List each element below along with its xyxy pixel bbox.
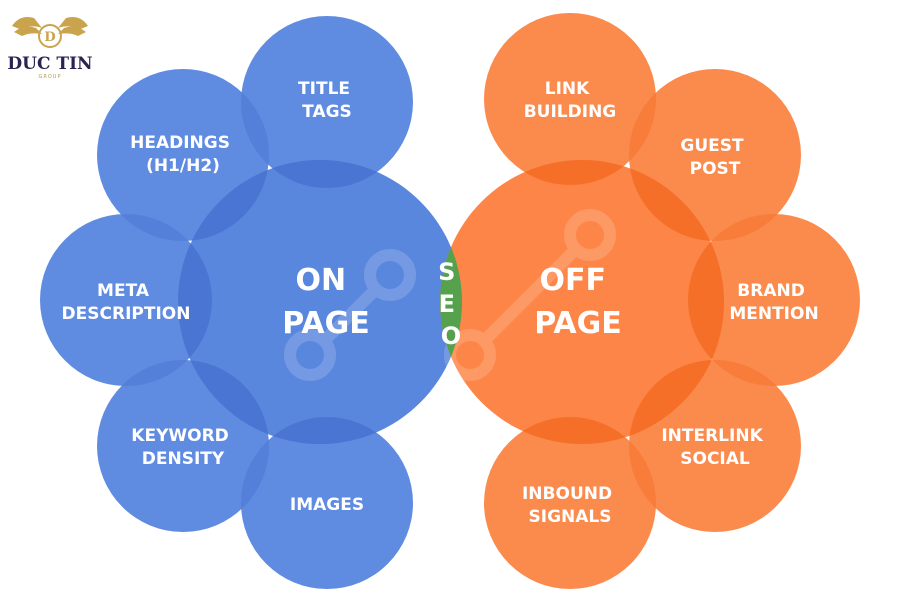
share-gear-icon bbox=[284, 249, 416, 381]
off-page-center-overlaps bbox=[484, 160, 724, 444]
diagram-labels: ON PAGE OFF PAGE S E O TITLE TAGS HEADIN… bbox=[62, 79, 819, 527]
off-page-center-circle bbox=[440, 160, 724, 444]
duc-tin-logo: D DUC TIN GROUP bbox=[7, 17, 93, 80]
label-keyword-density: KEYWORD DENSITY bbox=[131, 426, 234, 469]
petal-meta-description bbox=[40, 214, 212, 386]
label-guest-post: GUEST POST bbox=[680, 136, 749, 179]
label-images: IMAGES bbox=[290, 495, 364, 515]
petal-inbound-signals bbox=[484, 417, 656, 589]
share-gear-icon bbox=[444, 209, 616, 381]
off-page-cluster bbox=[440, 13, 860, 589]
on-page-cluster bbox=[40, 16, 462, 589]
on-page-center-overlaps bbox=[178, 160, 413, 444]
petal-title-tags bbox=[241, 16, 413, 188]
label-inbound-signals: INBOUND SIGNALS bbox=[522, 484, 618, 527]
label-link-building: LINK BUILDING bbox=[524, 79, 617, 122]
petal-brand-mention bbox=[688, 214, 860, 386]
label-interlink-social: INTERLINK SOCIAL bbox=[661, 426, 768, 469]
petal-link-building bbox=[484, 13, 656, 185]
logo-monogram: D bbox=[44, 30, 55, 45]
petal-images bbox=[241, 417, 413, 589]
seo-label: S E O bbox=[438, 258, 464, 350]
label-headings: HEADINGS (H1/H2) bbox=[130, 133, 236, 176]
on-page-center-circle bbox=[178, 160, 462, 444]
on-page-title: ON PAGE bbox=[282, 263, 370, 341]
logo-name: DUC TIN bbox=[7, 54, 92, 74]
logo-subtitle: GROUP bbox=[39, 74, 62, 80]
label-meta-description: META DESCRIPTION bbox=[62, 281, 191, 324]
off-page-title: OFF PAGE bbox=[534, 263, 622, 341]
label-brand-mention: BRAND MENTION bbox=[729, 281, 818, 324]
winged-shield-icon: D bbox=[12, 17, 88, 48]
label-title-tags: TITLE TAGS bbox=[298, 79, 356, 122]
